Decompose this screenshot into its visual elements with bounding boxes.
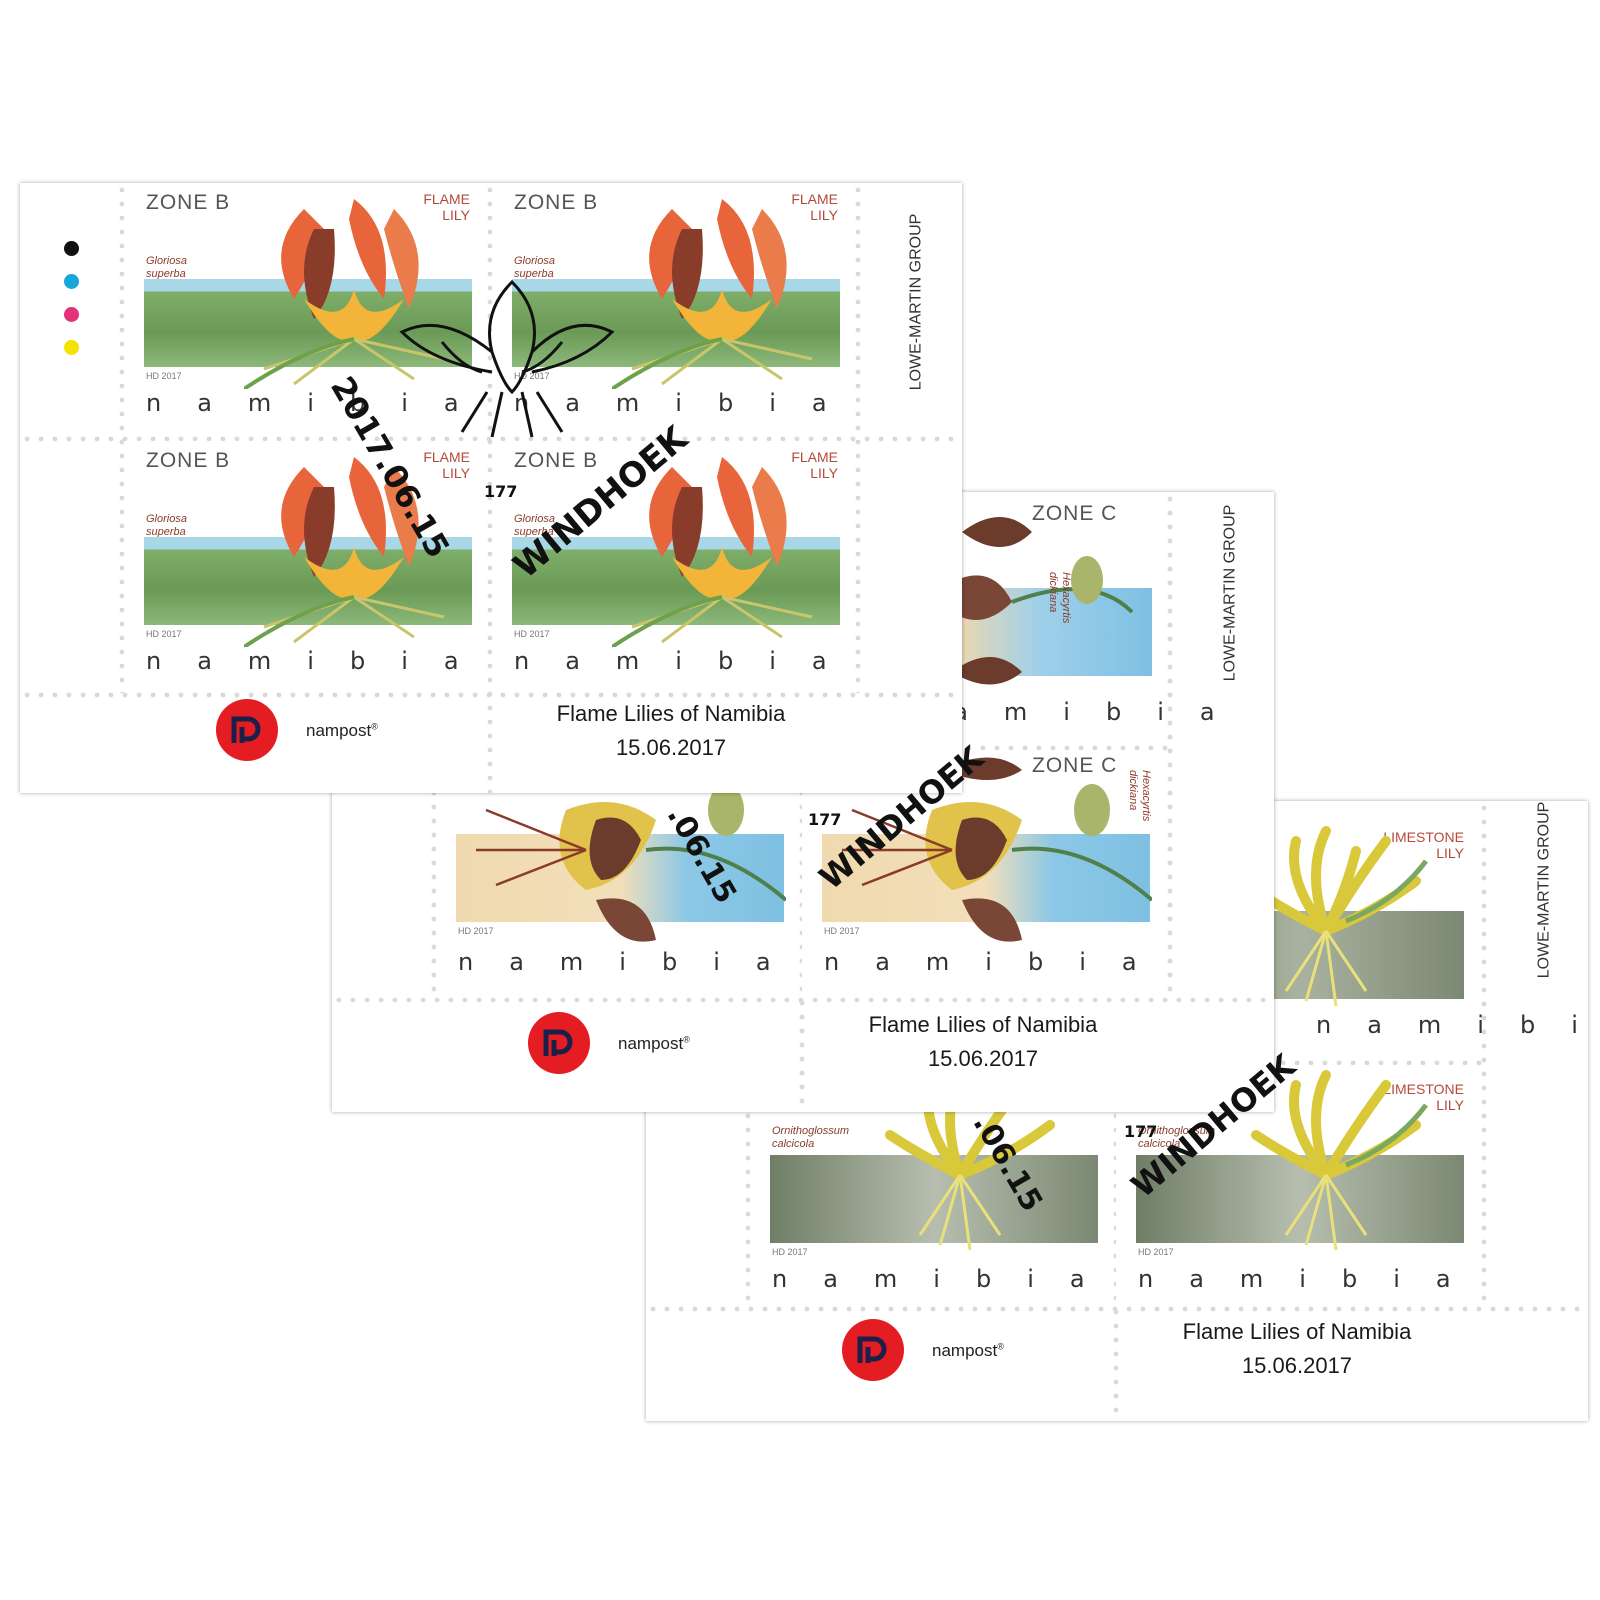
- postal-zone: ZONE B: [146, 449, 231, 472]
- issue-caption: Flame Lilies of Namibia 15.06.2017: [1122, 1315, 1472, 1383]
- country-name: namibia: [458, 948, 807, 976]
- designer-imprint: HD 2017: [1138, 1247, 1174, 1257]
- flame-lily-flower-illustration: [244, 199, 445, 389]
- postal-zone: ZONE C: [1032, 502, 1118, 525]
- designer-imprint: HD 2017: [772, 1247, 808, 1257]
- nampost-logo: [842, 1319, 904, 1381]
- postal-zone: ZONE B: [146, 191, 231, 214]
- flame-lily-flower-illustration: [612, 457, 813, 647]
- issue-date: 15.06.2017: [927, 1046, 1039, 1071]
- nampost-logo: [216, 699, 278, 761]
- postal-zone: ZONE B: [514, 449, 599, 472]
- designer-imprint: HD 2017: [458, 926, 494, 936]
- designer-imprint: HD 2017: [514, 629, 550, 639]
- postmark-code: 177: [808, 810, 842, 829]
- nampost-wordmark: nampost®: [618, 1034, 690, 1053]
- country-name: namibia: [514, 389, 863, 417]
- issue-date: 15.06.2017: [1241, 1353, 1353, 1378]
- issue-title: Flame Lilies of Namibia: [868, 1012, 1098, 1037]
- nampost-wordmark: nampost®: [306, 721, 378, 740]
- postmark-code: 177: [1124, 1122, 1158, 1141]
- hexacyrtis-flower-illustration: [952, 517, 1134, 685]
- issue-title: Flame Lilies of Namibia: [556, 701, 786, 726]
- issue-title: Flame Lilies of Namibia: [1182, 1319, 1412, 1344]
- country-name: namibia: [146, 389, 495, 417]
- designer-imprint: HD 2017: [824, 926, 860, 936]
- flame-lily-flower-illustration: [612, 199, 813, 389]
- hexacyrtis-flower-illustration: [842, 757, 1152, 942]
- printer-imprint: LOWE-MARTIN GROUP: [907, 213, 925, 391]
- color-registration-marks: [64, 241, 79, 373]
- limestone-lily-flower-illustration: [1251, 826, 1428, 1007]
- country-name: namibia: [146, 647, 495, 675]
- postmark-code: 177: [484, 482, 518, 501]
- issue-caption: Flame Lilies of Namibia 15.06.2017: [496, 697, 846, 765]
- country-name: namibia: [772, 1265, 1121, 1293]
- designer-imprint: HD 2017: [514, 371, 550, 381]
- printer-imprint: LOWE-MARTIN GROUP: [1221, 504, 1239, 682]
- registration-dot-yellow: [64, 340, 79, 355]
- flame-lily-flower-illustration: [244, 457, 445, 647]
- country-name: namibia: [1138, 1265, 1487, 1293]
- designer-imprint: HD 2017: [146, 371, 182, 381]
- nampost-logo: [528, 1012, 590, 1074]
- nampost-wordmark: nampost®: [932, 1341, 1004, 1360]
- registration-dot-magenta: [64, 307, 79, 322]
- registration-dot-black: [64, 241, 79, 256]
- postmark-lily-emblem: [399, 279, 615, 438]
- issue-date: 15.06.2017: [615, 735, 727, 760]
- issue-caption: Flame Lilies of Namibia 15.06.2017: [808, 1008, 1158, 1076]
- postal-zone: ZONE B: [514, 191, 599, 214]
- country-name: namibia: [824, 948, 1173, 976]
- designer-imprint: HD 2017: [146, 629, 182, 639]
- country-name: namibia: [514, 647, 863, 675]
- country-name: namibia: [1316, 1011, 1588, 1039]
- registration-dot-cyan: [64, 274, 79, 289]
- limestone-lily-flower-illustration: [1251, 1070, 1428, 1251]
- printer-imprint: LOWE-MARTIN GROUP: [1535, 801, 1553, 979]
- postal-zone: ZONE C: [1032, 754, 1118, 777]
